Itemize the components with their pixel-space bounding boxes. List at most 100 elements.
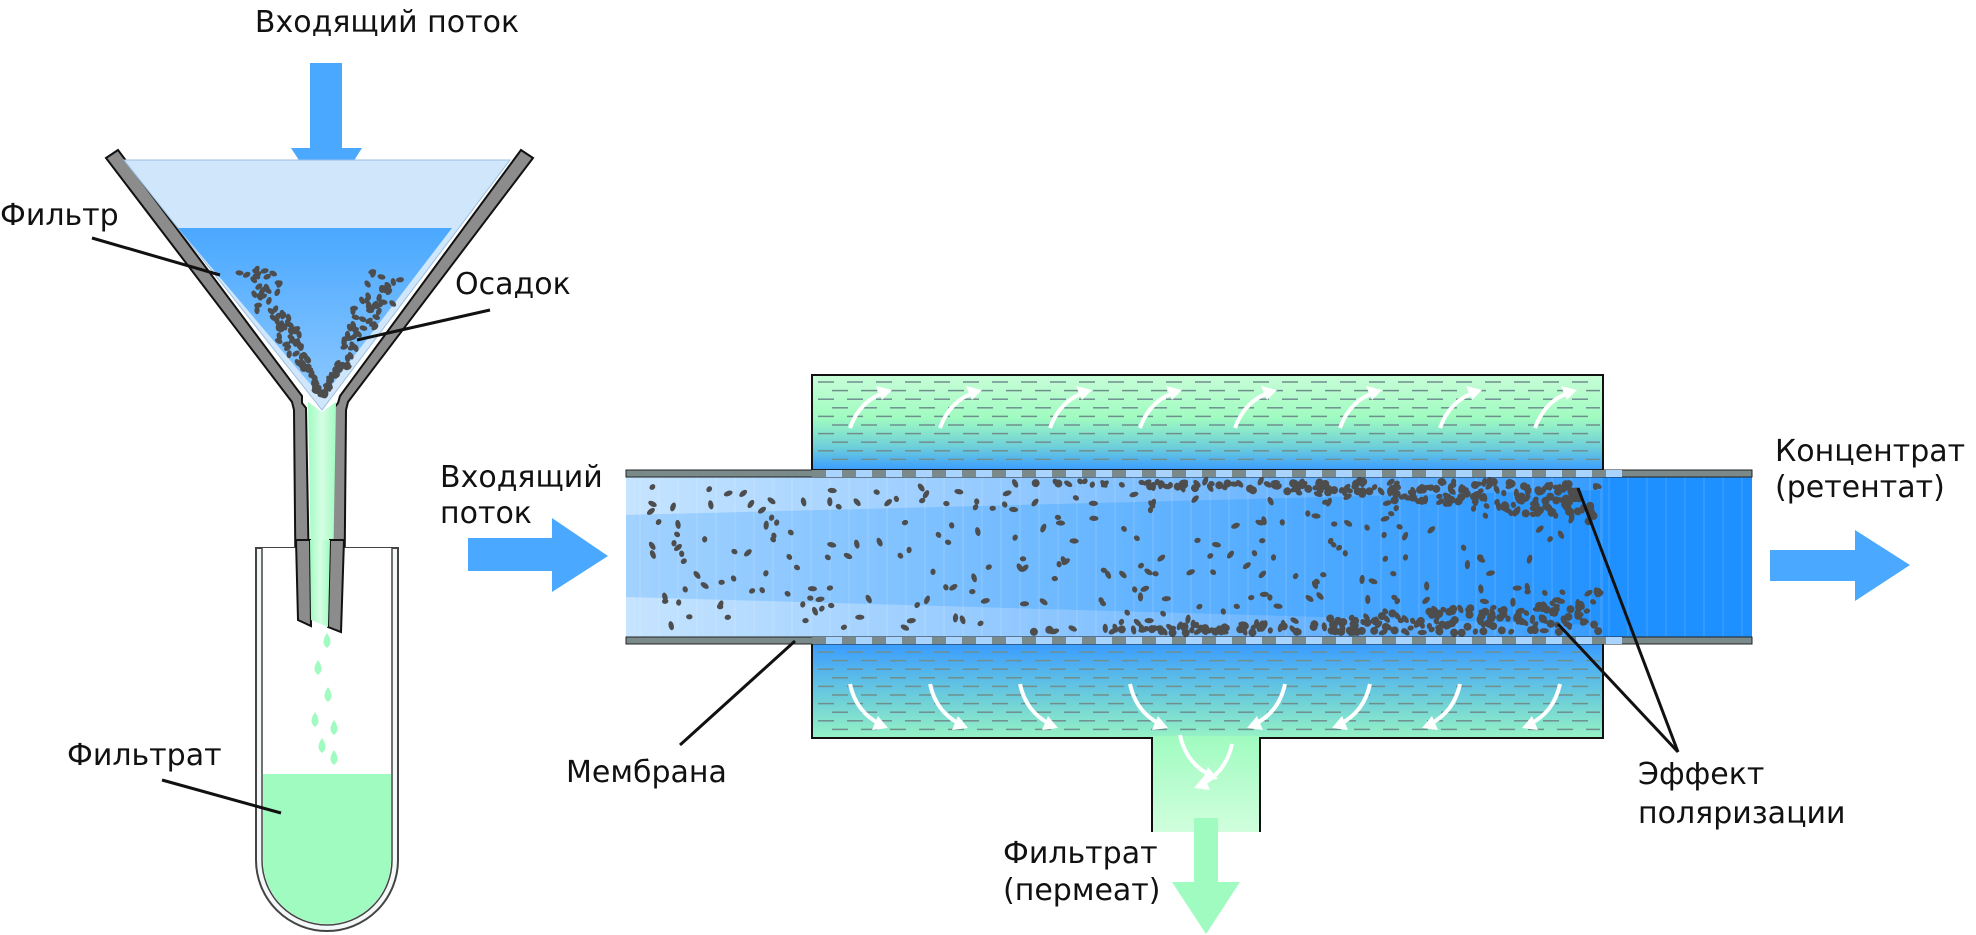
membrane-pore (1562, 637, 1576, 644)
sediment-particle (275, 338, 283, 344)
feed-particle (1568, 513, 1575, 520)
feed-particle (1229, 481, 1239, 487)
feed-particle (1011, 479, 1019, 488)
sediment-particle (358, 316, 367, 323)
feed-particle (1464, 560, 1471, 570)
feed-particle (1279, 519, 1285, 526)
feed-particle (1386, 478, 1395, 486)
feed-particle (1530, 626, 1539, 635)
feed-particle (1557, 530, 1565, 539)
feed-particle (1365, 487, 1374, 496)
feed-particle (1541, 589, 1548, 596)
feed-particle (812, 606, 818, 616)
sediment-particles (235, 265, 404, 399)
feed-particle (1112, 623, 1119, 633)
membrane-gap (1276, 637, 1292, 644)
feed-particle (1305, 595, 1314, 602)
feed-particle (917, 483, 925, 492)
feed-particle (1466, 604, 1475, 613)
feed-particle (1290, 485, 1299, 493)
membrane-gap (976, 470, 992, 477)
sediment-particle (272, 305, 279, 313)
membrane-gap (886, 470, 902, 477)
feed-particle (1371, 484, 1378, 491)
feed-particle (1359, 477, 1368, 486)
feed-particle (1407, 625, 1414, 631)
feed-particle (943, 584, 949, 591)
feed-particle (1547, 481, 1554, 491)
membrane-gap (1036, 637, 1052, 644)
feed-particle (1270, 554, 1277, 561)
feed-particle (1305, 510, 1311, 517)
feed-particle (1529, 614, 1536, 624)
feed-particle (1370, 626, 1379, 635)
membrane-pore (1082, 637, 1096, 644)
sediment-particle (396, 277, 404, 283)
feed-particle (670, 502, 676, 512)
feed-particle (1410, 617, 1416, 625)
feed-particle (1478, 609, 1485, 616)
permeate-flow-arrows-top (848, 386, 1577, 429)
feed-particle (1040, 523, 1047, 533)
feed-particle (757, 506, 767, 514)
feed-particle (1436, 493, 1443, 500)
feed-particle (1435, 625, 1442, 631)
feed-particle (1221, 484, 1228, 491)
feed-particle (980, 598, 990, 604)
feed-particle (854, 539, 860, 549)
feed-particle (1019, 601, 1030, 607)
feed-particle (930, 568, 936, 575)
feed-particle (1368, 578, 1378, 585)
feed-particle (680, 558, 687, 565)
feed-particle (1322, 499, 1329, 505)
feed-particle (873, 489, 880, 495)
feed-particle (1460, 544, 1467, 551)
membrane-gap (976, 637, 992, 644)
membrane-gap (1216, 470, 1232, 477)
feed-particle (985, 564, 992, 570)
feed-particle (1390, 571, 1397, 577)
feed-particle (693, 570, 701, 579)
feed-particle (1353, 487, 1362, 496)
sediment-particle (368, 304, 375, 312)
funnel-water (178, 228, 452, 398)
sediment-particle (372, 314, 381, 320)
feed-particle (1061, 558, 1070, 566)
feed-particle (1391, 594, 1398, 601)
crossflow-inflow-arrow (468, 518, 608, 592)
feed-particle (924, 595, 930, 605)
membrane-gap (1036, 470, 1052, 477)
feed-particle (1424, 581, 1430, 591)
feed-particle (1159, 481, 1165, 488)
membrane-pore (1172, 470, 1186, 477)
feed-particle (1248, 628, 1257, 637)
feed-particle (1393, 480, 1400, 487)
feed-particle (1365, 594, 1371, 605)
feed-particle (807, 595, 814, 601)
sediment-particle (269, 270, 277, 277)
feed-particle (708, 500, 714, 510)
feed-particle (1001, 501, 1008, 508)
feed-particle (975, 527, 981, 537)
feed-particle (1556, 497, 1566, 504)
feed-particle (914, 601, 921, 609)
filtrate-drop (323, 633, 331, 648)
dead-end-inflow-label: Входящий поток (255, 5, 519, 40)
sediment-particle (255, 283, 263, 290)
polarization-leader-line-top (1576, 487, 1680, 753)
feed-particle (1510, 501, 1517, 508)
feed-particle (935, 531, 942, 538)
feed-particle (876, 537, 883, 547)
feed-particle (1364, 524, 1370, 531)
membrane-pore (1262, 637, 1276, 644)
feed-particle (1505, 615, 1511, 622)
feed-particle (675, 519, 681, 529)
feed-channel-core (626, 490, 1600, 625)
membrane-gap (1516, 470, 1532, 477)
feed-particle (1279, 622, 1288, 631)
test-tube (255, 547, 399, 932)
membrane-gap (1246, 637, 1262, 644)
feed-particle (977, 620, 984, 627)
feed-particle (1381, 622, 1390, 631)
feed-particle (1072, 495, 1079, 501)
